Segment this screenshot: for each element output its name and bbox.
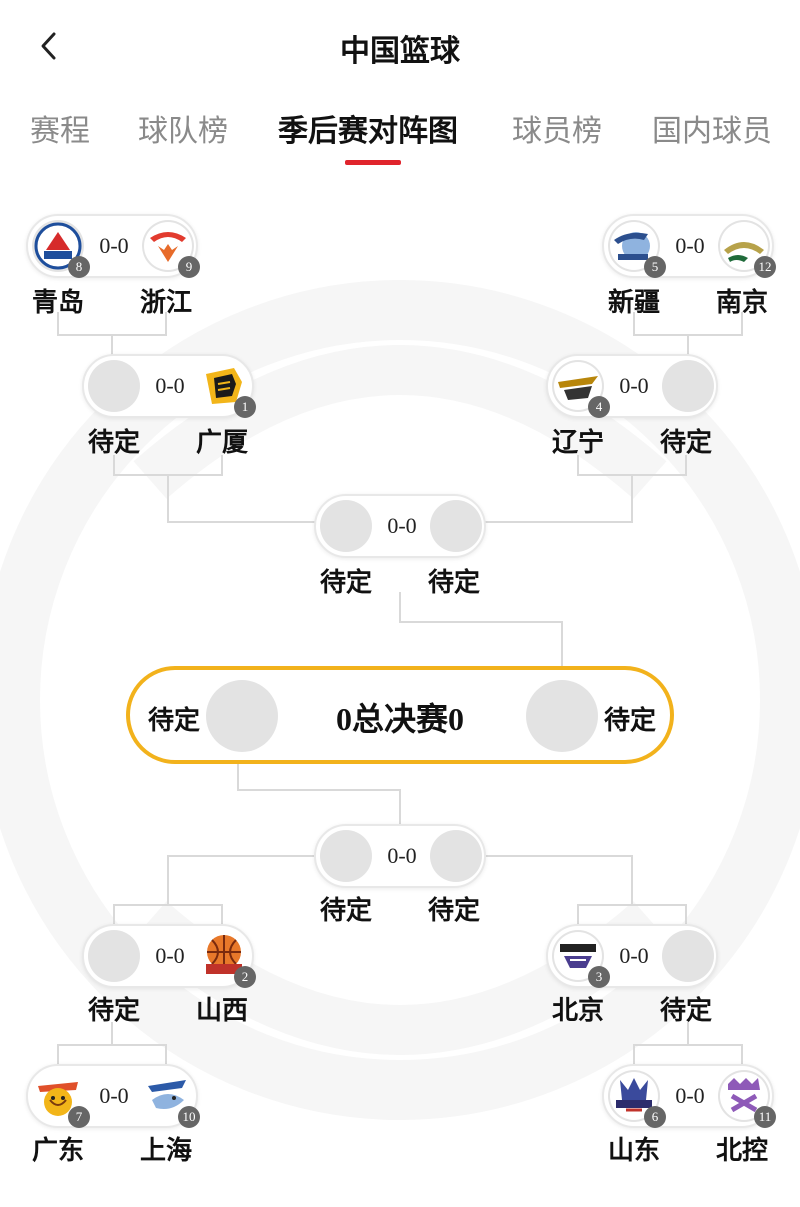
seed-badge: 2: [234, 966, 256, 988]
series-score: 0-0: [675, 233, 705, 258]
team-name: 上海: [139, 1136, 192, 1166]
matchup-tbd-shanxi[interactable]: 0-0 2: [82, 924, 256, 988]
matchup-tbd-guangsha[interactable]: 0-0 1: [82, 354, 256, 418]
team-name: 山东: [607, 1136, 660, 1166]
team-name: 待定: [603, 706, 656, 736]
qingdao-logo-icon: 8: [32, 220, 90, 278]
team-name: 待定: [87, 428, 140, 458]
team-name: 待定: [147, 706, 200, 736]
seed-badge: 5: [644, 256, 666, 278]
team-name: 待定: [87, 996, 140, 1026]
team-name: 待定: [659, 428, 712, 458]
team-name: 浙江: [139, 288, 192, 318]
team-name: 辽宁: [551, 428, 604, 458]
tab-player-rankings[interactable]: 球员榜: [512, 114, 602, 149]
matchup-qingdao-zhejiang[interactable]: 8 0-0 9: [26, 214, 200, 278]
seed-badge: 1: [234, 396, 256, 418]
team-name: 南京: [715, 288, 768, 318]
tbd-team-placeholder: [206, 680, 278, 752]
seed-badge: 12: [754, 256, 776, 278]
tbd-team-placeholder: [320, 830, 372, 882]
liaoning-logo-icon: 4: [552, 360, 610, 418]
xinjiang-logo-icon: 5: [608, 220, 666, 278]
tbd-team-placeholder: [526, 680, 598, 752]
beijing-logo-icon: 3: [552, 930, 610, 988]
shanxi-logo-icon: 2: [198, 930, 256, 988]
series-score: 0-0: [99, 233, 129, 258]
shandong-logo-icon: 6: [608, 1070, 666, 1128]
series-score: 0-0: [99, 1083, 129, 1108]
tbd-team-placeholder: [88, 360, 140, 412]
back-button[interactable]: [30, 26, 70, 66]
finals-label: 总决赛: [351, 700, 448, 738]
team-name: 北控: [715, 1136, 768, 1166]
guangsha-logo-icon: 1: [198, 360, 256, 418]
matchup-semifinal-top[interactable]: 0-0: [314, 494, 486, 558]
team-name: 待定: [319, 568, 372, 598]
shanghai-logo-icon: 10: [142, 1070, 200, 1128]
seed-badge: 10: [178, 1106, 200, 1128]
seed-badge: 6: [644, 1106, 666, 1128]
team-name: 待定: [427, 896, 480, 926]
page-title: 中国篮球: [340, 34, 460, 69]
seed-badge: 7: [68, 1106, 90, 1128]
app-header: 中国篮球: [0, 0, 800, 92]
guangdong-logo-icon: 7: [32, 1070, 90, 1128]
finals-title: 0总决赛0: [290, 694, 510, 740]
tbd-team-placeholder: [662, 930, 714, 982]
beikong-logo-icon: 11: [718, 1070, 776, 1128]
team-name: 待定: [659, 996, 712, 1026]
zhejiang-logo-icon: 9: [142, 220, 200, 278]
final-score-right: 0: [448, 701, 464, 737]
seed-badge: 8: [68, 256, 90, 278]
seed-badge: 4: [588, 396, 610, 418]
series-score: 0-0: [675, 1083, 705, 1108]
finals-matchup[interactable]: 待定 0总决赛0 待定: [126, 666, 674, 764]
nanjing-logo-icon: 12: [718, 220, 776, 278]
tbd-team-placeholder: [430, 500, 482, 552]
matchup-guangdong-shanghai[interactable]: 7 0-0 10: [26, 1064, 200, 1128]
matchup-xinjiang-nanjing[interactable]: 5 0-0 12: [602, 214, 776, 278]
team-name: 北京: [551, 996, 604, 1026]
series-score: 0-0: [155, 943, 185, 968]
tbd-team-placeholder: [320, 500, 372, 552]
tab-domestic-players[interactable]: 国内球员: [652, 114, 772, 149]
series-score: 0-0: [619, 373, 649, 398]
series-score: 0-0: [387, 843, 417, 868]
series-score: 0-0: [387, 513, 417, 538]
team-name: 广东: [31, 1136, 84, 1166]
active-tab-indicator: [345, 160, 401, 165]
tbd-team-placeholder: [88, 930, 140, 982]
team-name: 青岛: [31, 288, 84, 318]
team-name: 待定: [427, 568, 480, 598]
series-score: 0-0: [155, 373, 185, 398]
seed-badge: 11: [754, 1106, 776, 1128]
matchup-liaoning-tbd[interactable]: 4 0-0: [546, 354, 718, 418]
team-name: 山西: [195, 996, 248, 1026]
series-score: 0-0: [619, 943, 649, 968]
matchup-shandong-beikong[interactable]: 6 0-0 11: [602, 1064, 776, 1128]
matchup-beijing-tbd[interactable]: 3 0-0: [546, 924, 718, 988]
seed-badge: 9: [178, 256, 200, 278]
chevron-left-icon: [41, 32, 56, 60]
tab-bar: 赛程 球队榜 季后赛对阵图 球员榜 国内球员: [0, 106, 800, 166]
tab-playoff-bracket[interactable]: 季后赛对阵图: [278, 114, 458, 149]
tab-team-standings[interactable]: 球队榜: [138, 114, 228, 149]
seed-badge: 3: [588, 966, 610, 988]
tab-schedule[interactable]: 赛程: [30, 114, 90, 149]
team-name: 广厦: [195, 428, 248, 458]
team-name: 新疆: [607, 288, 660, 318]
tbd-team-placeholder: [662, 360, 714, 412]
matchup-semifinal-bottom[interactable]: 0-0: [314, 824, 486, 888]
team-name: 待定: [319, 896, 372, 926]
tbd-team-placeholder: [430, 830, 482, 882]
final-score-left: 0: [335, 701, 352, 737]
